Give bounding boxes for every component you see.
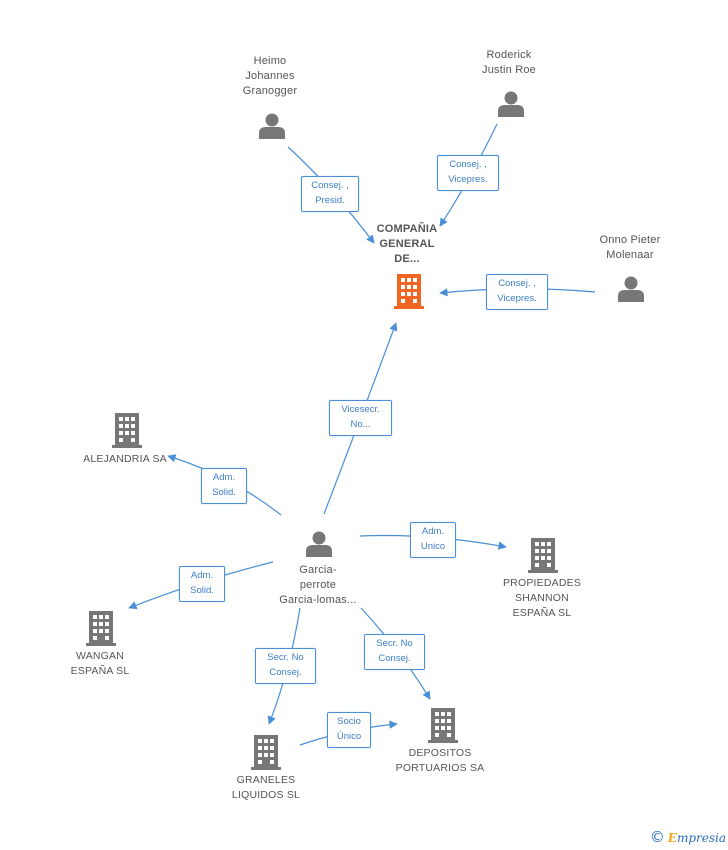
building-icon[interactable] bbox=[528, 538, 558, 573]
node-label-wangan[interactable]: WANGAN ESPAÑA SL bbox=[70, 650, 130, 677]
building-icon[interactable] bbox=[112, 413, 142, 448]
edge-label-heimo-main[interactable]: Consej. , Presid. bbox=[301, 176, 359, 212]
node-label-graneles[interactable]: GRANELES LIQUIDOS SL bbox=[231, 774, 301, 801]
edge-label-garcia-depositos[interactable]: Secr. No Consej. bbox=[364, 634, 425, 670]
node-label-depositos[interactable]: DEPOSITOS PORTUARIOS SA bbox=[395, 747, 485, 774]
person-icon[interactable] bbox=[306, 531, 332, 558]
copyright-icon: © bbox=[649, 828, 665, 846]
edge-label-garcia-graneles[interactable]: Secr. No Consej. bbox=[255, 648, 316, 684]
node-label-propiedades[interactable]: PROPIEDADES SHANNON ESPAÑA SL bbox=[502, 577, 582, 619]
edge-label-garcia-main[interactable]: Vicesecr. No... bbox=[329, 400, 392, 436]
person-icon[interactable] bbox=[498, 91, 524, 118]
building-icon[interactable] bbox=[86, 611, 116, 646]
node-label-main[interactable]: COMPAÑIA GENERAL DE... bbox=[376, 223, 438, 265]
node-label-roderick[interactable]: Roderick Justin Roe bbox=[482, 49, 536, 76]
building-icon[interactable] bbox=[394, 274, 424, 309]
edge-label-garcia-alejandria[interactable]: Adm. Solid. bbox=[201, 468, 247, 504]
person-icon[interactable] bbox=[259, 113, 285, 140]
edge-label-garcia-wangan[interactable]: Adm. Solid. bbox=[179, 566, 225, 602]
edge-label-roderick-main[interactable]: Consej. , Vicepres. bbox=[437, 155, 499, 191]
building-icon[interactable] bbox=[251, 735, 281, 770]
node-label-alejandria[interactable]: ALEJANDRIA SA bbox=[83, 453, 167, 465]
edge-label-garcia-propiedades[interactable]: Adm. Unico bbox=[410, 522, 456, 558]
brand-logo: ©Empresia bbox=[649, 828, 726, 846]
edge-label-onno-main[interactable]: Consej. , Vicepres. bbox=[486, 274, 548, 310]
person-icon[interactable] bbox=[618, 276, 644, 303]
edge-label-graneles-depositos[interactable]: Socio Único bbox=[327, 712, 371, 748]
building-icon[interactable] bbox=[428, 708, 458, 743]
node-label-garcia[interactable]: Garcia- perrote Garcia-lomas... bbox=[279, 564, 357, 606]
node-label-heimo[interactable]: Heimo Johannes Granogger bbox=[242, 55, 298, 97]
node-label-onno[interactable]: Onno Pieter Molenaar bbox=[599, 234, 661, 261]
